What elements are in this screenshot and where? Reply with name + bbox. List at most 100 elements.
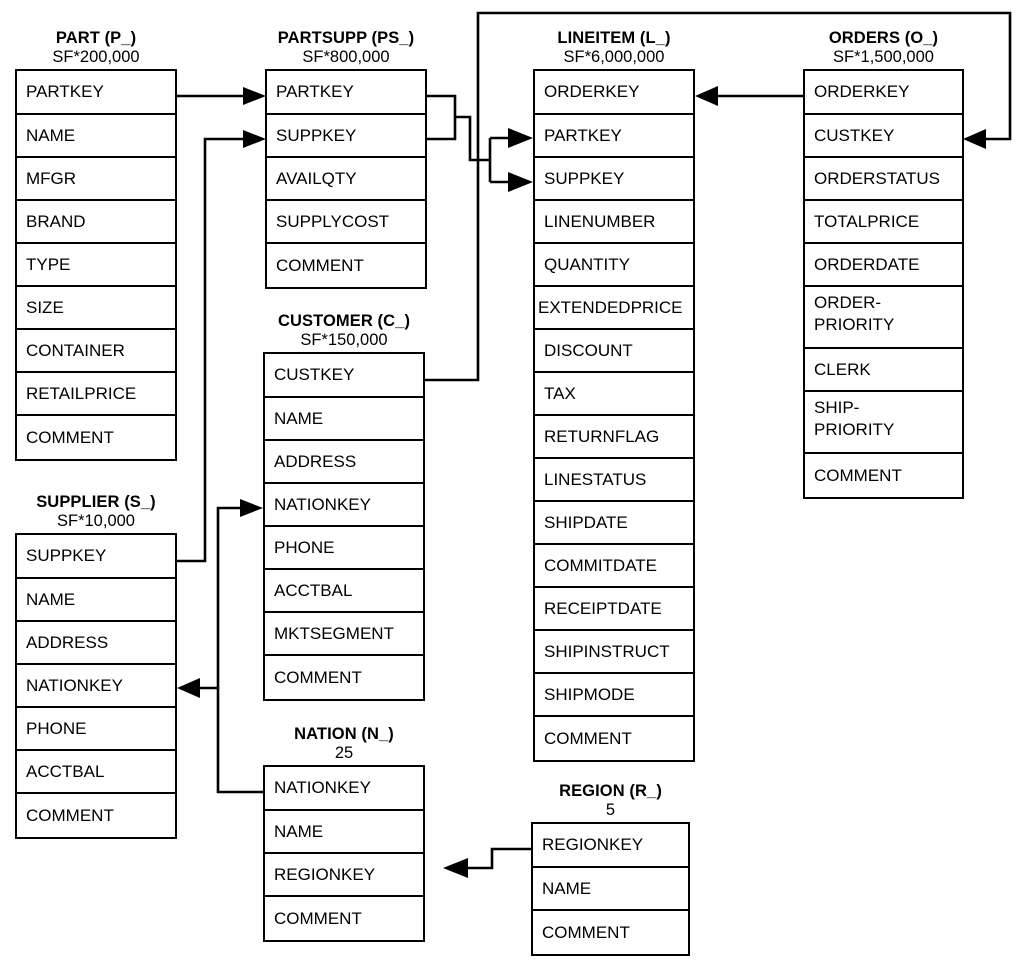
table-row: COMMENT — [274, 908, 362, 928]
table-row-line: PRIORITY — [814, 420, 895, 439]
table-nation-title: NATION (N_) — [294, 725, 394, 743]
table-row: NATIONKEY — [265, 484, 423, 527]
table-part-cardinality: SF*200,000 — [52, 48, 140, 66]
table-row-line: SHIP- — [814, 398, 860, 417]
table-row: COMMENT — [542, 922, 630, 942]
table-row: SHIPDATE — [535, 502, 693, 545]
table-row: QUANTITY — [535, 244, 693, 287]
table-partsupp: PARTSUPP (PS_) SF*800,000 PARTKEY SUPPKE… — [265, 28, 427, 289]
table-row: DISCOUNT — [535, 330, 693, 373]
table-row: CUSTKEY — [805, 115, 962, 158]
table-row: PHONE — [17, 708, 175, 751]
table-row: COMMENT — [544, 728, 632, 748]
table-supplier-cardinality: SF*10,000 — [57, 512, 135, 530]
table-row: CUSTKEY — [265, 354, 423, 398]
table-partsupp-box: PARTKEY SUPPKEY AVAILQTY SUPPLYCOST COMM… — [265, 69, 427, 289]
table-nation: NATION (N_) 25 NATIONKEY NAME REGIONKEY … — [263, 724, 425, 942]
table-row: RETAILPRICE — [17, 373, 175, 416]
table-supplier-box: SUPPKEY NAME ADDRESS NATIONKEY PHONE ACC… — [15, 533, 177, 839]
table-row: ORDERDATE — [805, 244, 962, 287]
table-supplier-title: SUPPLIER (S_) — [36, 493, 156, 511]
table-row: ORDERSTATUS — [805, 158, 962, 201]
table-part: PART (P_) SF*200,000 PARTKEY NAME MFGR B… — [15, 28, 177, 461]
connector-nation-to-supplier — [177, 678, 218, 698]
table-row: ADDRESS — [265, 441, 423, 484]
table-row: COMMENT — [274, 667, 362, 687]
table-region: REGION (R_) 5 REGIONKEY NAME COMMENT — [531, 781, 690, 956]
table-part-box: PARTKEY NAME MFGR BRAND TYPE SIZE CONTAI… — [15, 69, 177, 461]
table-row: CLERK — [805, 349, 962, 392]
table-orders-box: ORDERKEY CUSTKEY ORDERSTATUS TOTALPRICE … — [803, 69, 964, 499]
table-region-box: REGIONKEY NAME COMMENT — [531, 822, 690, 956]
table-nation-box: NATIONKEY NAME REGIONKEY COMMENT — [263, 765, 425, 942]
connector-orders-to-lineitem — [695, 86, 803, 106]
table-row: SHIP- PRIORITY — [805, 392, 962, 454]
connector-nation-to-customer — [216, 499, 265, 794]
table-row: SIZE — [17, 287, 175, 330]
table-orders: ORDERS (O_) SF*1,500,000 ORDERKEY CUSTKE… — [803, 28, 964, 499]
table-row: COMMENT — [276, 255, 364, 275]
table-row-line: ORDER- — [814, 293, 882, 312]
table-row: ACCTBAL — [17, 751, 175, 794]
table-orders-cardinality: SF*1,500,000 — [833, 48, 934, 66]
table-row: REGIONKEY — [533, 824, 688, 868]
table-orders-title: ORDERS (O_) — [828, 29, 939, 47]
table-row: NATIONKEY — [265, 767, 423, 811]
table-row: MFGR — [17, 158, 175, 201]
table-row: NAME — [17, 579, 175, 622]
table-row: AVAILQTY — [267, 158, 425, 201]
table-row: COMMENT — [26, 805, 114, 825]
table-row: PHONE — [265, 527, 423, 570]
table-row: COMMENT — [814, 465, 902, 485]
table-row: CONTAINER — [17, 330, 175, 373]
table-part-title: PART (P_) — [55, 29, 137, 47]
table-customer-cardinality: SF*150,000 — [300, 331, 388, 349]
table-row-line: PRIORITY — [814, 315, 895, 334]
table-partsupp-cardinality: SF*800,000 — [302, 48, 390, 66]
table-lineitem-title: LINEITEM (L_) — [557, 29, 671, 47]
table-row: SUPPKEY — [267, 115, 425, 158]
table-row: NAME — [265, 811, 423, 854]
table-row: LINENUMBER — [535, 201, 693, 244]
table-row: PARTKEY — [17, 71, 175, 115]
table-row: SHIPMODE — [535, 674, 693, 717]
table-nation-cardinality: 25 — [334, 744, 354, 762]
table-row: EXTENDEDPRICE — [535, 287, 693, 330]
table-row: MKTSEGMENT — [265, 613, 423, 656]
table-lineitem-cardinality: SF*6,000,000 — [563, 48, 665, 66]
table-customer-title: CUSTOMER (C_) — [277, 312, 411, 330]
table-row: ORDER- PRIORITY — [805, 287, 962, 349]
table-row: COMMITDATE — [535, 545, 693, 588]
table-row: NATIONKEY — [17, 665, 175, 708]
table-row: TOTALPRICE — [805, 201, 962, 244]
table-row: TYPE — [17, 244, 175, 287]
table-row: BRAND — [17, 201, 175, 244]
table-partsupp-title: PARTSUPP (PS_) — [277, 29, 415, 47]
connector-partsupp-to-lineitem — [427, 94, 533, 192]
connector-part-to-partsupp — [177, 87, 266, 105]
table-customer: CUSTOMER (C_) SF*150,000 CUSTKEY NAME AD… — [263, 311, 425, 701]
table-row: COMMENT — [26, 427, 114, 447]
table-row: ACCTBAL — [265, 570, 423, 613]
table-row: ORDERKEY — [535, 71, 693, 115]
table-row: RECEIPTDATE — [535, 588, 693, 631]
table-row: NAME — [533, 868, 688, 911]
table-row: NAME — [17, 115, 175, 158]
table-supplier: SUPPLIER (S_) SF*10,000 SUPPKEY NAME ADD… — [15, 492, 177, 839]
connector-region-to-nation — [443, 847, 531, 878]
table-row: SUPPKEY — [17, 535, 175, 579]
table-row: PARTKEY — [535, 115, 693, 158]
table-row: SHIPINSTRUCT — [535, 631, 693, 674]
table-row: TAX — [535, 373, 693, 416]
table-row: SUPPKEY — [535, 158, 693, 201]
table-region-title: REGION (R_) — [559, 782, 662, 800]
table-row: RETURNFLAG — [535, 416, 693, 459]
connector-supplier-to-partsupp — [177, 130, 266, 563]
table-lineitem: LINEITEM (L_) SF*6,000,000 ORDERKEY PART… — [533, 28, 695, 762]
table-row: NAME — [265, 398, 423, 441]
table-row: REGIONKEY — [265, 854, 423, 897]
table-row: SUPPLYCOST — [267, 201, 425, 244]
table-row: ADDRESS — [17, 622, 175, 665]
table-region-cardinality: 5 — [605, 801, 616, 819]
